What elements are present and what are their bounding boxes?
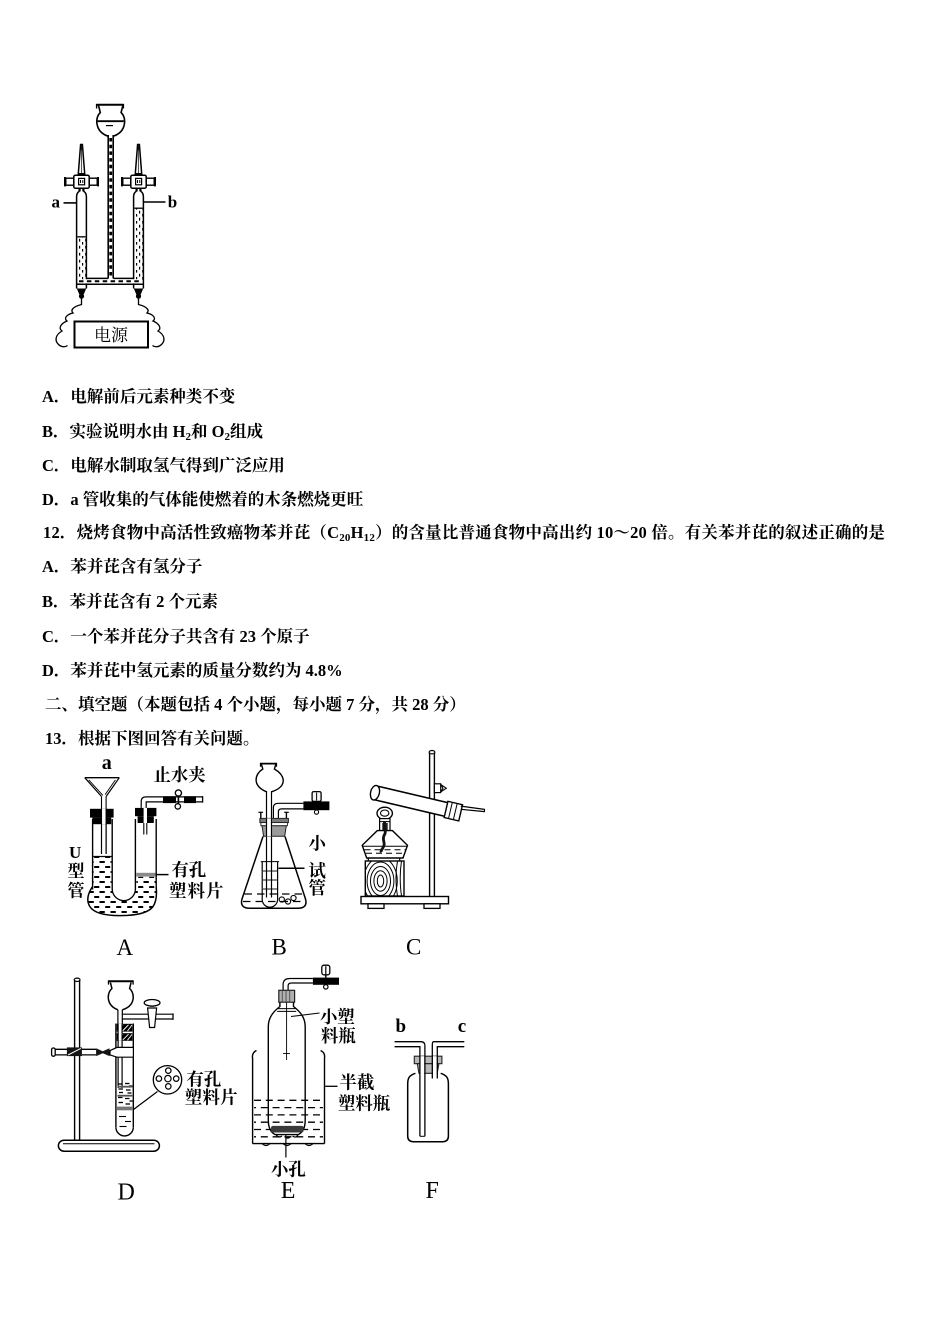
svg-text:D: D: [118, 1180, 135, 1206]
svg-text:E: E: [281, 1178, 296, 1204]
svg-text:管: 管: [309, 878, 326, 898]
svg-text:塑料片: 塑料片: [185, 1088, 238, 1108]
svg-text:有孔: 有孔: [187, 1070, 222, 1090]
svg-text:小塑: 小塑: [320, 1007, 355, 1027]
svg-text:b: b: [168, 193, 177, 212]
svg-text:小孔: 小孔: [271, 1160, 306, 1180]
svg-text:U: U: [69, 843, 81, 862]
svg-text:b: b: [396, 1016, 407, 1037]
svg-text:塑料瓶: 塑料瓶: [338, 1094, 391, 1114]
svg-text:c: c: [458, 1016, 466, 1037]
svg-text:型: 型: [68, 862, 85, 881]
svg-text:料瓶: 料瓶: [321, 1026, 356, 1046]
svg-text:电源: 电源: [94, 326, 129, 345]
svg-text:a: a: [52, 193, 61, 212]
svg-text:A: A: [117, 935, 134, 960]
svg-text:C: C: [406, 935, 421, 960]
svg-text:管: 管: [68, 881, 85, 901]
svg-text:半截: 半截: [340, 1073, 375, 1093]
svg-text:小: 小: [309, 834, 328, 854]
svg-text:有孔: 有孔: [172, 860, 207, 880]
svg-text:F: F: [426, 1178, 439, 1204]
svg-text:止水夹: 止水夹: [154, 765, 206, 785]
svg-text:塑料片: 塑料片: [169, 881, 225, 901]
svg-text:B: B: [272, 935, 287, 960]
svg-text:试: 试: [309, 861, 327, 881]
svg-text:a: a: [102, 752, 112, 774]
